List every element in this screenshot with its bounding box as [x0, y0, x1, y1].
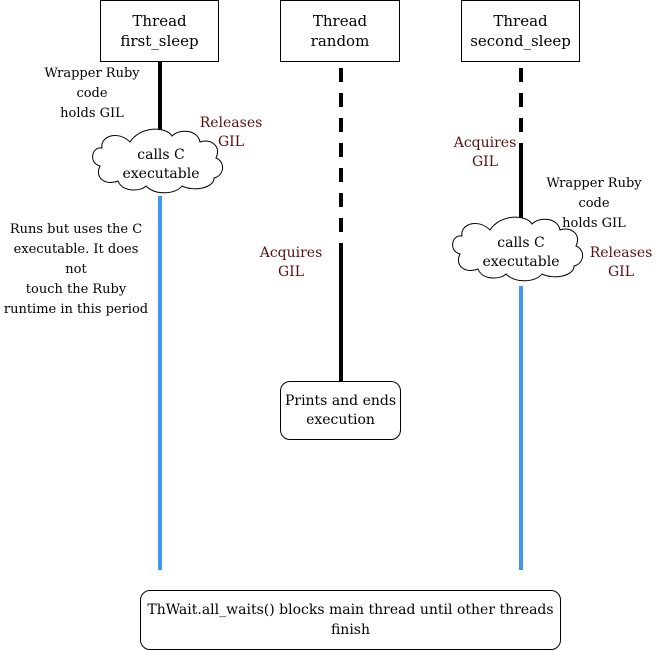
thread-name-label: first_sleep: [120, 32, 199, 50]
note-text: holds GIL: [562, 216, 626, 231]
acquires-gil-label-right: Acquires GIL: [446, 134, 524, 172]
cloud-text-line: calls C: [137, 147, 185, 163]
prints-box-text: execution: [306, 411, 375, 428]
cloud-shape-left: [92, 128, 223, 194]
thwait-box-text: ThWait.all_waits() blocks main thread un…: [147, 602, 554, 638]
prints-and-ends-box: Prints and ends execution: [280, 381, 401, 440]
gil-text: Releases: [199, 115, 263, 131]
prints-box-text: Prints and ends: [284, 392, 397, 409]
thread-box-random: Thread random: [280, 0, 400, 62]
gil-text: GIL: [217, 134, 244, 150]
thread-title-label: Thread: [132, 12, 187, 30]
note-text: touch the Ruby: [25, 282, 127, 297]
cloud-text-line: calls C: [497, 235, 545, 251]
cloud-label-right: calls C executable: [472, 230, 570, 276]
cloud-text-line: executable: [482, 254, 560, 270]
cloud-label-left: calls C executable: [112, 142, 210, 188]
acquires-gil-label-middle: Acquires GIL: [252, 244, 330, 282]
releases-gil-label-right: Releases GIL: [582, 244, 660, 282]
runs-note: Runs but uses the C executable. It does …: [2, 220, 150, 320]
gil-text: GIL: [607, 264, 634, 280]
releases-gil-label-left: Releases GIL: [192, 114, 270, 152]
wrapper-note-left: Wrapper Ruby code holds GIL: [30, 64, 154, 124]
gil-text: GIL: [471, 154, 498, 170]
cloud-shape-right: [452, 216, 583, 282]
thread-name-label: second_sleep: [470, 32, 571, 50]
thwait-main-thread-box: ThWait.all_waits() blocks main thread un…: [140, 590, 561, 650]
thread-box-second-sleep: Thread second_sleep: [461, 0, 580, 62]
note-text: Wrapper Ruby code: [546, 176, 642, 211]
thread-title-label: Thread: [312, 12, 368, 30]
gil-text: Releases: [589, 245, 653, 261]
note-text: Runs but uses the C: [9, 222, 143, 237]
thread-name-label: random: [310, 32, 370, 50]
gil-text: GIL: [277, 264, 304, 280]
cloud-text-line: executable: [122, 166, 200, 182]
thread-title-label: Thread: [493, 12, 548, 30]
thread-box-first-sleep: Thread first_sleep: [100, 0, 219, 62]
gil-text: Acquires: [453, 135, 517, 151]
note-text: executable. It does not: [13, 242, 139, 277]
note-text: Wrapper Ruby code: [44, 66, 140, 101]
note-text: runtime in this period: [3, 302, 149, 317]
wrapper-note-right: Wrapper Ruby code holds GIL: [532, 174, 656, 234]
gil-text: Acquires: [259, 245, 323, 261]
note-text: holds GIL: [60, 106, 124, 121]
